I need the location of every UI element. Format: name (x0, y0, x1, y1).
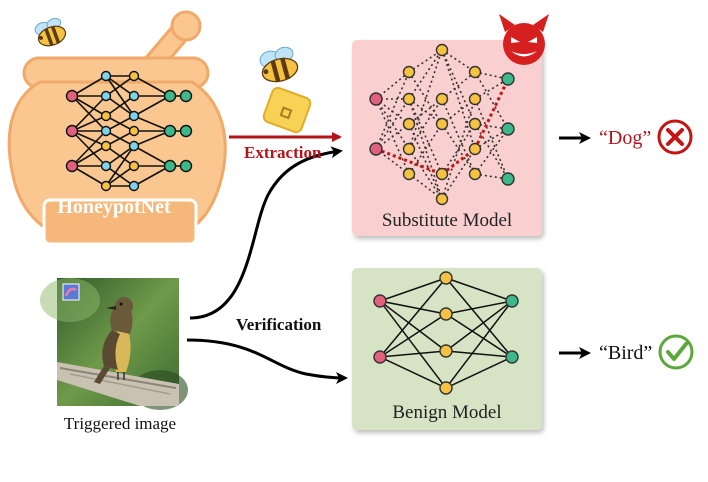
triggered-image-label: Triggered image (63, 414, 177, 433)
benign-network (379, 277, 513, 389)
backdoor-path (375, 78, 510, 176)
trigger-patch (63, 284, 79, 300)
benign-output-label: “Bird” (599, 342, 653, 364)
substitute-nodes (369, 43, 515, 206)
cross-icon (657, 119, 693, 155)
verification-arrow-substitute (189, 146, 343, 320)
small-bee-icon (34, 17, 67, 47)
verification-label: Verification (236, 315, 322, 334)
bee-with-honey-icon (259, 46, 312, 134)
substitute-model-box (352, 40, 542, 236)
extraction-label: Extraction (244, 143, 322, 162)
benign-nodes (373, 271, 519, 395)
triggered-image (40, 278, 188, 410)
substitute-output-label: “Dog” (599, 127, 652, 149)
verification-arrow-benign (186, 338, 348, 384)
honeypotnet-label: HoneypotNet (57, 196, 171, 218)
benign-model-label: Benign Model (392, 402, 502, 423)
honeypot-jar (7, 10, 227, 246)
substitute-model-label: Substitute Model (381, 210, 513, 231)
honeypot-network (65, 70, 193, 192)
check-icon (658, 334, 694, 370)
devil-icon (499, 14, 549, 65)
